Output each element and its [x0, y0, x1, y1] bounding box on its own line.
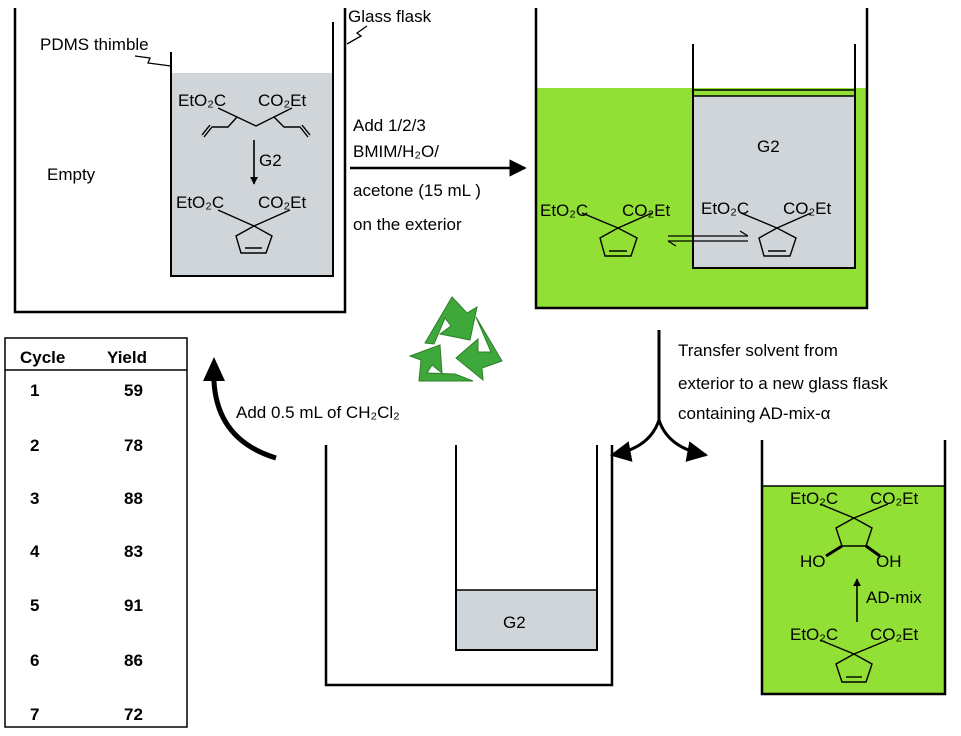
ad-mix-label: AD-mix — [866, 588, 922, 607]
oh-label: OH — [876, 552, 902, 571]
table-row: 7 72 — [30, 705, 143, 724]
recycle-icon — [408, 296, 503, 382]
ho-label: HO — [800, 552, 826, 571]
diol-product — [819, 503, 889, 558]
g2-inner-label: G2 — [757, 137, 780, 156]
equilibrium-arrows — [667, 230, 749, 247]
eto2c-label: EtO₂C — [790, 489, 838, 508]
yield-cell: 72 — [124, 705, 143, 724]
pdms-thimble-label: PDMS thimble — [40, 35, 149, 54]
flask-4: EtO₂C CO₂Et HO OH AD-mix EtO₂C CO₂Et — [760, 440, 947, 696]
yield-cell: 59 — [124, 381, 143, 400]
eto2c-label: EtO₂C — [176, 193, 224, 212]
cycle-cell: 5 — [30, 596, 39, 615]
table-row: 2 78 — [30, 436, 143, 455]
yield-cell: 78 — [124, 436, 143, 455]
cyclopentene-product — [217, 209, 291, 254]
co2et-label: CO₂Et — [870, 625, 918, 644]
eto2c-label: EtO₂C — [701, 199, 749, 218]
table-row: 5 91 — [30, 596, 143, 615]
eto2c-label: EtO₂C — [178, 91, 226, 110]
glass-flask-pointer — [346, 25, 368, 45]
yield-cell: 83 — [124, 542, 143, 561]
cycle-cell: 2 — [30, 436, 39, 455]
step-transfer: Transfer solvent from exterior to a new … — [678, 341, 888, 423]
step1-line2: BMIM/H₂O/ — [353, 142, 439, 161]
step-add-solvent: Add 1/2/3 BMIM/H₂O/ acetone (15 mL ) on … — [350, 116, 527, 234]
yield-cell: 91 — [124, 596, 143, 615]
cyclopentene-interior — [740, 212, 812, 257]
step1-line3: acetone (15 mL ) — [353, 181, 481, 200]
thimble-3-content — [456, 590, 597, 650]
return-arrowhead — [203, 357, 225, 381]
table-row: 4 83 — [30, 542, 143, 561]
co2et-label: CO₂Et — [622, 201, 670, 220]
flask-1: Empty PDMS thimble Glass flask EtO₂C CO₂… — [13, 7, 432, 314]
ad-mix-solution — [762, 486, 945, 694]
step2-line2: exterior to a new glass flask — [678, 374, 888, 393]
yield-table: Cycle Yield 1 59 2 78 3 88 4 83 5 91 6 8… — [4, 337, 188, 728]
co2et-label: CO₂Et — [258, 91, 306, 110]
step1-line1: Add 1/2/3 — [353, 116, 426, 135]
yield-header: Yield — [107, 348, 147, 367]
cycle-cell: 3 — [30, 489, 39, 508]
yield-cell: 86 — [124, 651, 143, 670]
cyclopentene-exterior — [581, 212, 653, 257]
thimble-1-content — [171, 73, 333, 276]
co2et-label: CO₂Et — [783, 199, 831, 218]
table-row: 3 88 — [30, 489, 143, 508]
glass-flask-label: Glass flask — [348, 7, 432, 26]
step-add-ch2cl2: Add 0.5 mL of CH₂Cl₂ — [203, 357, 400, 461]
return-arrow — [211, 365, 277, 461]
co2et-label: CO₂Et — [870, 489, 918, 508]
cycle-header: Cycle — [20, 348, 65, 367]
flask-2: G2 EtO₂C CO₂Et EtO₂C CO₂Et — [534, 8, 869, 310]
table-row: 1 59 — [30, 381, 143, 400]
empty-label: Empty — [47, 165, 96, 184]
cyclopentene-substrate — [819, 639, 889, 683]
step3-text: Add 0.5 mL of CH₂Cl₂ — [236, 403, 400, 422]
pdms-pointer — [134, 55, 172, 67]
g2-catalyst-label: G2 — [259, 151, 282, 170]
eto2c-label: EtO₂C — [540, 201, 588, 220]
yield-cell: 88 — [124, 489, 143, 508]
flask-3: G2 — [324, 445, 614, 687]
cycle-cell: 7 — [30, 705, 39, 724]
cycle-cell: 4 — [30, 542, 40, 561]
co2et-label: CO₂Et — [258, 193, 306, 212]
split-arrow — [609, 330, 709, 462]
step2-line1: Transfer solvent from — [678, 341, 838, 360]
g2-bottom-label: G2 — [503, 613, 526, 632]
cycle-cell: 6 — [30, 651, 39, 670]
cycle-cell: 1 — [30, 381, 39, 400]
step2-line3: containing AD-mix-α — [678, 404, 831, 423]
thimble-2-content — [693, 96, 855, 268]
eto2c-label: EtO₂C — [790, 625, 838, 644]
diene-substrate — [201, 107, 311, 138]
step1-line4: on the exterior — [353, 215, 462, 234]
table-row: 6 86 — [30, 651, 143, 670]
